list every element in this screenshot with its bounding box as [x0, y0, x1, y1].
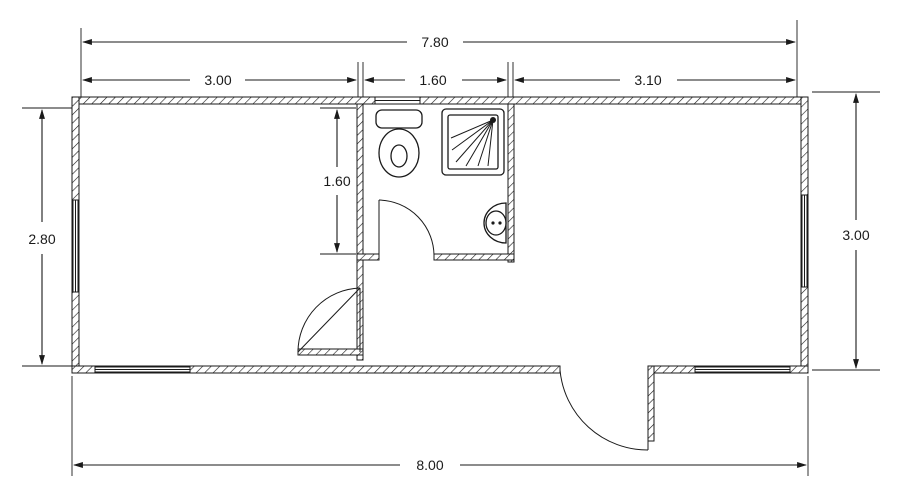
window-bottom-right: [694, 366, 791, 373]
dimension-label-bathroom: 1.60: [419, 72, 446, 88]
toilet: [375, 109, 423, 178]
dimension-label-left-room: 3.00: [204, 72, 231, 88]
window-right: [801, 194, 808, 288]
dimension-overall-outer-width: 8.00: [71, 376, 809, 476]
dimension-label-right-height: 3.00: [842, 227, 869, 243]
dimension-label-bathroom-depth: 1.60: [323, 173, 350, 189]
sink: [483, 202, 507, 244]
dimension-room-widths: 3.00 1.60 3.10: [82, 62, 796, 100]
shower-tray: [441, 108, 505, 176]
dimension-label: 8.00: [416, 457, 443, 473]
dimension-label-left-height: 2.80: [28, 231, 55, 247]
dimension-right-height: 3.00: [812, 91, 880, 371]
dimension-left-height: 2.80: [22, 107, 72, 367]
window-bottom-left: [94, 366, 191, 373]
window-left: [72, 199, 79, 293]
exterior-walls: [71, 96, 809, 442]
dimension-bathroom-depth: 1.60: [320, 107, 356, 255]
dimension-overall-inner-width: 7.80: [80, 20, 798, 100]
room-door: [297, 287, 361, 353]
dimension-label: 7.80: [421, 34, 448, 50]
dimension-label-right-room: 3.10: [634, 72, 661, 88]
entrance-door: [559, 366, 649, 451]
bathroom-door: [378, 199, 435, 258]
window-bathroom-top: [374, 96, 421, 105]
shower-head-icon: [450, 117, 496, 167]
